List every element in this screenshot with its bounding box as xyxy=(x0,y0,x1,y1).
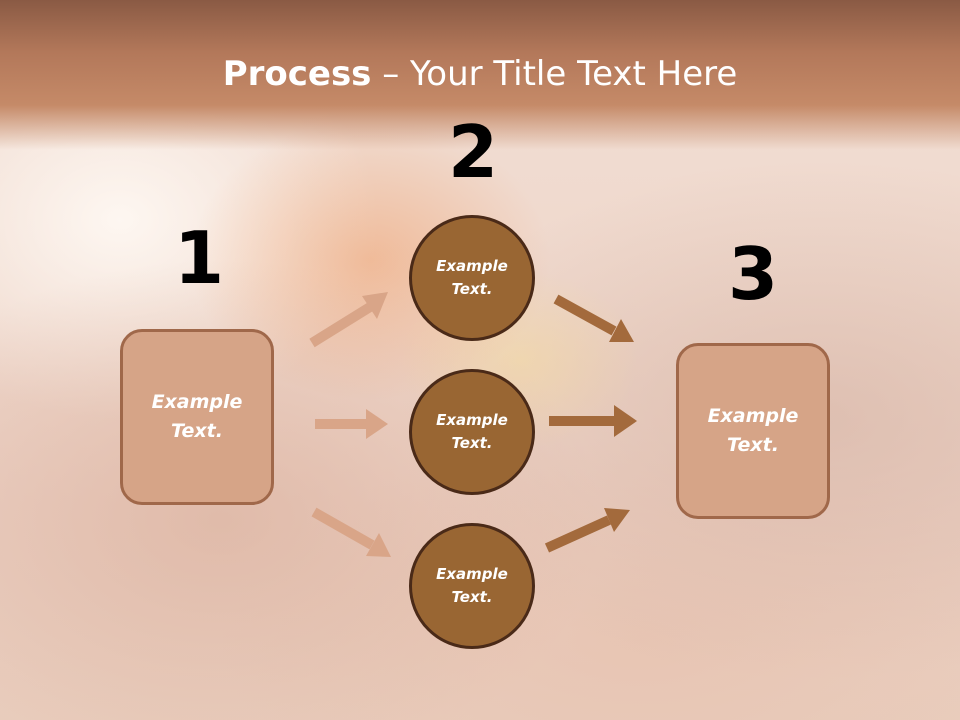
circle-middle-text: Example Text. xyxy=(436,411,508,452)
step-3-box-text: Example Text. xyxy=(707,405,799,456)
arrow-right-bottom xyxy=(544,508,630,553)
step-number-2: 2 xyxy=(447,110,499,194)
arrow-left-top xyxy=(309,292,388,348)
step-2-circle-top: Example Text. xyxy=(409,215,535,341)
step-1-box-text: Example Text. xyxy=(151,391,243,442)
title-bold: Process xyxy=(222,54,372,94)
step-number-3: 3 xyxy=(727,232,779,316)
arrow-left-middle xyxy=(315,409,388,439)
arrow-right-top xyxy=(553,294,634,342)
title-band xyxy=(0,0,960,150)
step-2-circle-bottom: Example Text. xyxy=(409,523,535,649)
arrow-right-middle xyxy=(549,405,637,437)
title-rest: – Your Title Text Here xyxy=(371,54,738,94)
slide-title: Process – Your Title Text Here xyxy=(0,52,960,96)
step-number-1: 1 xyxy=(173,216,225,300)
circle-top-text: Example Text. xyxy=(436,257,508,298)
step-2-circle-middle: Example Text. xyxy=(409,369,535,495)
circle-bottom-text: Example Text. xyxy=(436,565,508,606)
step-3-box: Example Text. xyxy=(676,343,830,519)
step-1-box: Example Text. xyxy=(120,329,274,505)
arrow-left-bottom xyxy=(311,507,391,557)
